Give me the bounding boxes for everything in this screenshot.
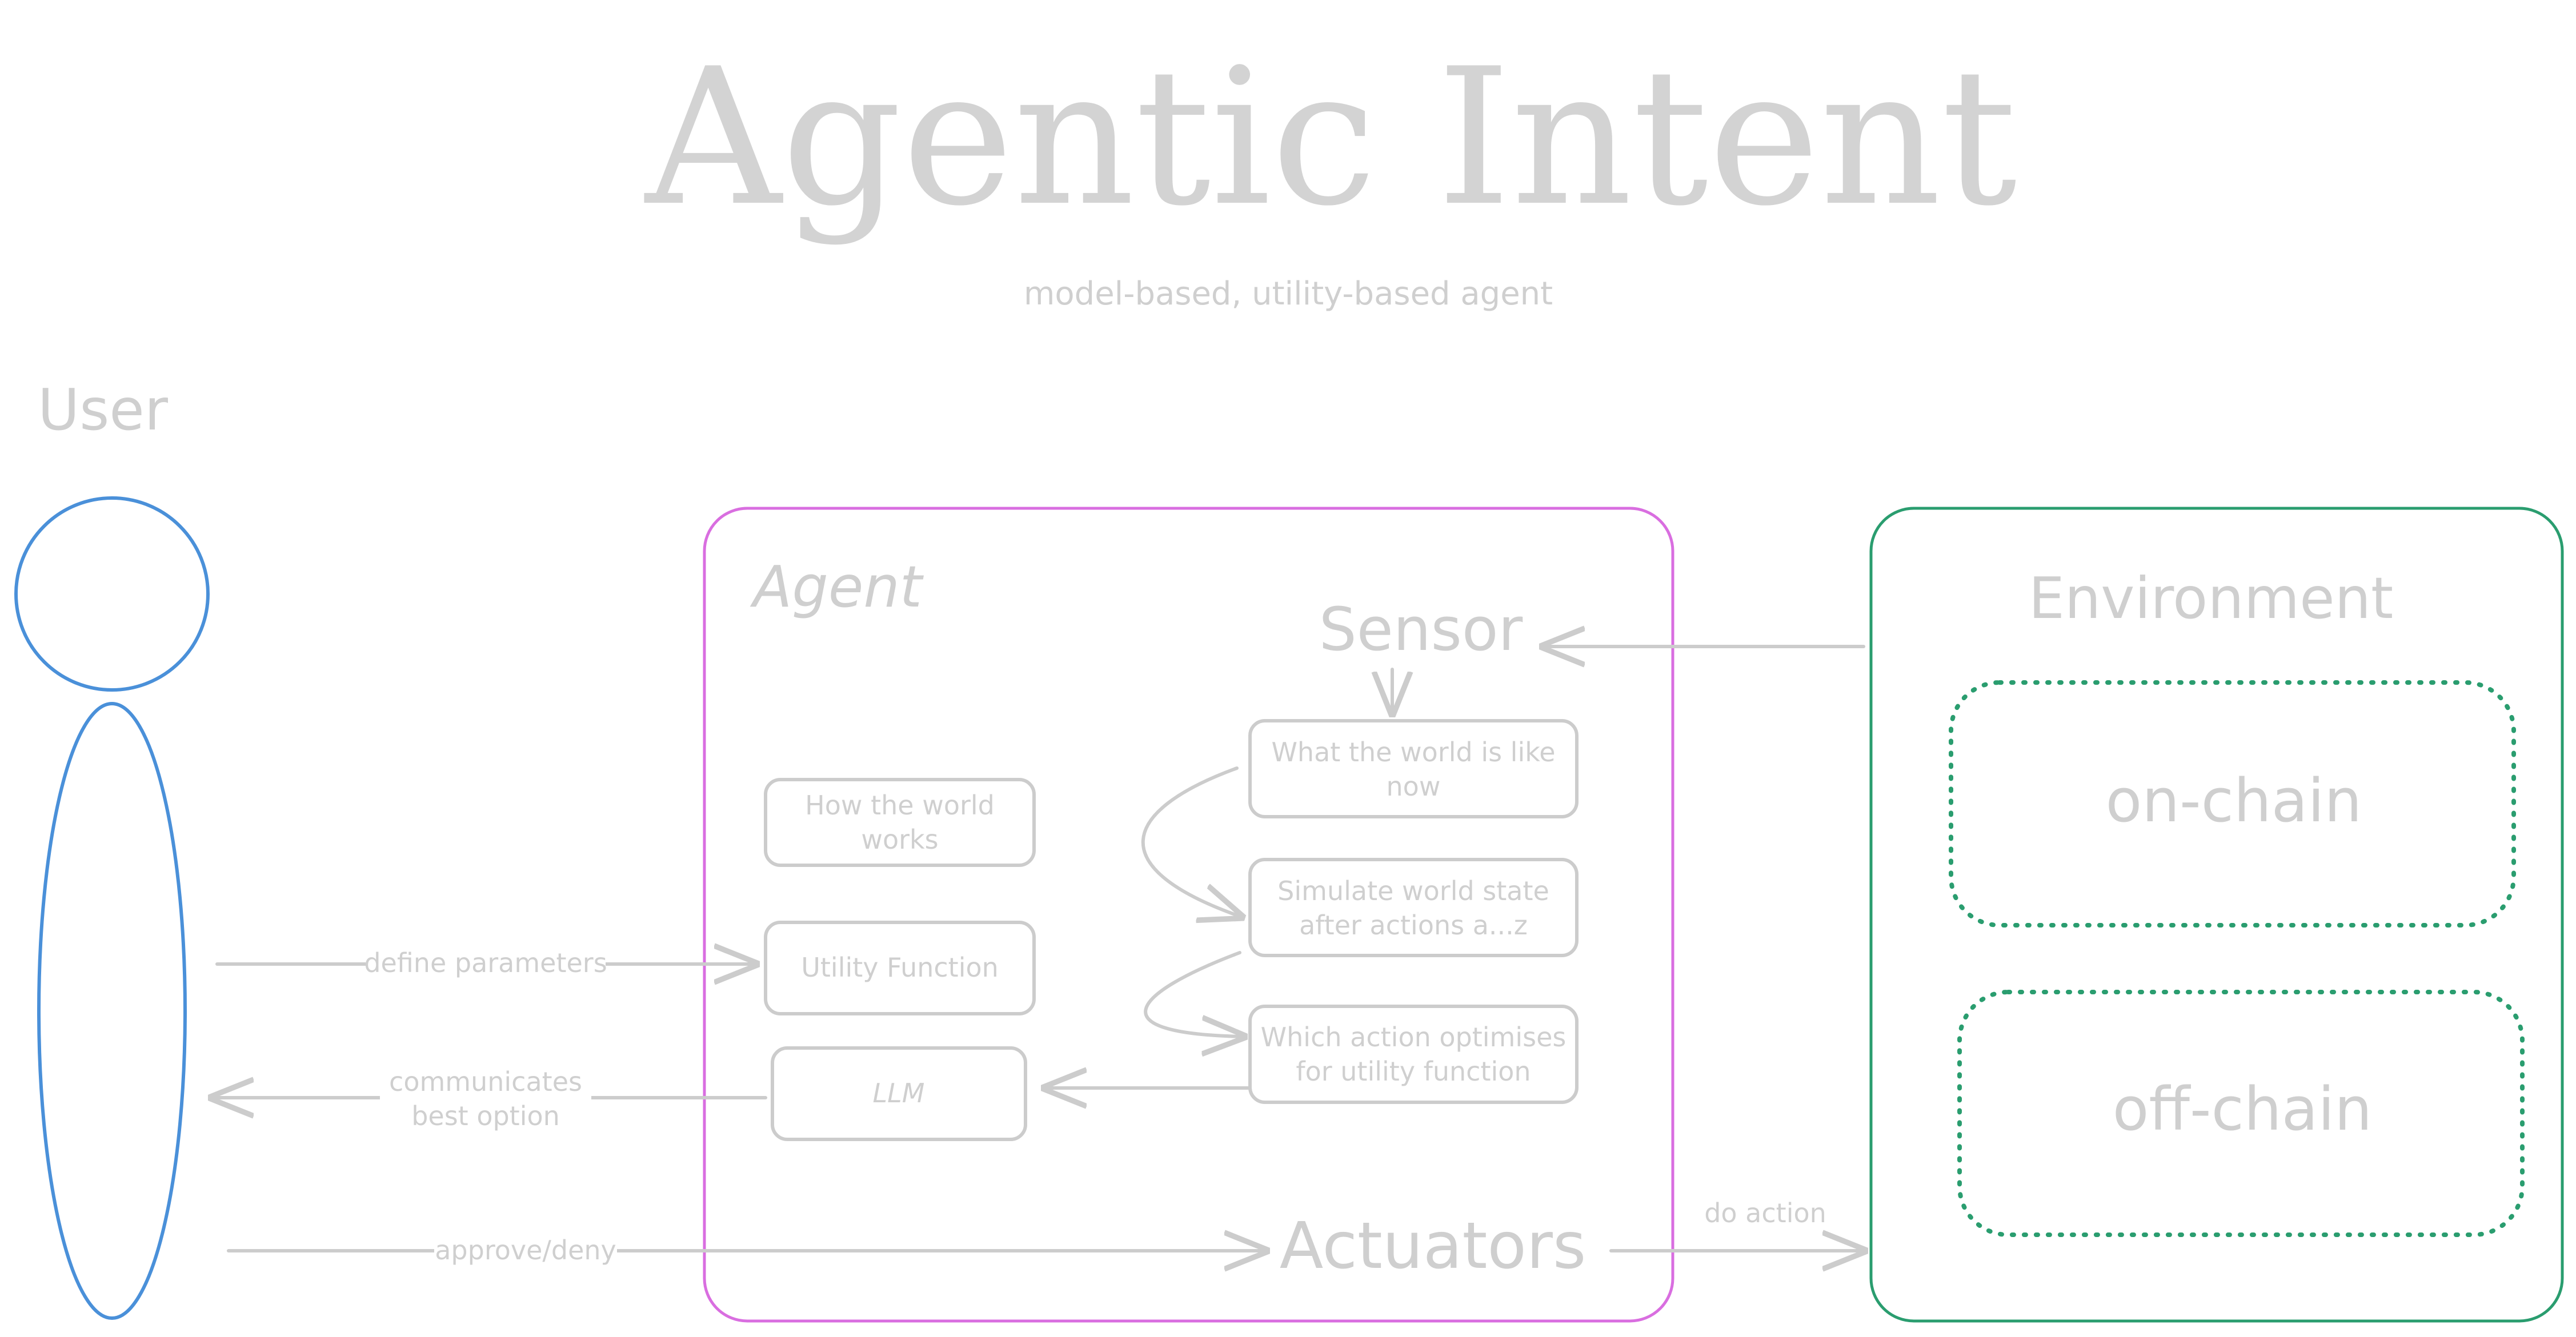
agent-container — [703, 507, 1674, 1323]
box-which-action-line2: for utility function — [1296, 1056, 1531, 1087]
label-communicates-line2: best option — [411, 1101, 560, 1131]
box-utility: Utility Function — [764, 921, 1036, 1015]
user-label: User — [38, 376, 169, 443]
box-llm: LLM — [771, 1046, 1027, 1141]
box-llm-line1: LLM — [873, 1078, 925, 1109]
arrow-world-to-simulate — [1141, 766, 1241, 917]
environment-container — [1869, 507, 2564, 1323]
environment-label: Environment — [2029, 565, 2394, 632]
arrow-simulate-to-which — [1144, 951, 1243, 1037]
sensor-label: Sensor — [1319, 595, 1523, 664]
label-communicates-line1: communicates — [389, 1066, 582, 1097]
actuators-label: Actuators — [1280, 1209, 1587, 1283]
label-define-parameters: define parameters — [364, 947, 607, 978]
label-approve-deny: approve/deny — [435, 1235, 616, 1266]
box-world-now-line1: What the world is like — [1271, 737, 1555, 768]
agent-label: Agent — [750, 553, 924, 620]
box-world-now: What the world is like now — [1248, 719, 1579, 818]
user-head — [14, 496, 210, 692]
arrows — [213, 647, 1864, 1251]
off-chain-label: off-chain — [2113, 1074, 2372, 1144]
on-chain-box — [1949, 680, 2516, 928]
box-simulate-line1: Simulate world state — [1277, 876, 1549, 906]
label-do-action: do action — [1704, 1198, 1826, 1228]
flow-labels: define parameters communicates best opti… — [364, 945, 1826, 1270]
page-subtitle: model-based, utility-based agent — [1024, 275, 1553, 312]
box-which-action: Which action optimises for utility funct… — [1248, 1005, 1579, 1104]
box-world-now-line2: now — [1387, 771, 1441, 802]
box-which-action-line1: Which action optimises — [1261, 1022, 1567, 1053]
off-chain-box — [1957, 990, 2525, 1237]
box-how-world-line1: How the world — [805, 790, 995, 821]
user-body — [37, 702, 187, 1320]
user-figure — [14, 496, 210, 1320]
page-title: Agentic Intent — [642, 28, 2018, 247]
box-utility-line1: Utility Function — [801, 952, 999, 983]
box-simulate-line2: after actions a...z — [1299, 910, 1528, 941]
box-simulate: Simulate world state after actions a...z — [1248, 858, 1579, 957]
on-chain-label: on-chain — [2106, 766, 2362, 836]
box-how-world: How the world works — [764, 778, 1036, 867]
box-how-world-line2: works — [861, 824, 938, 855]
